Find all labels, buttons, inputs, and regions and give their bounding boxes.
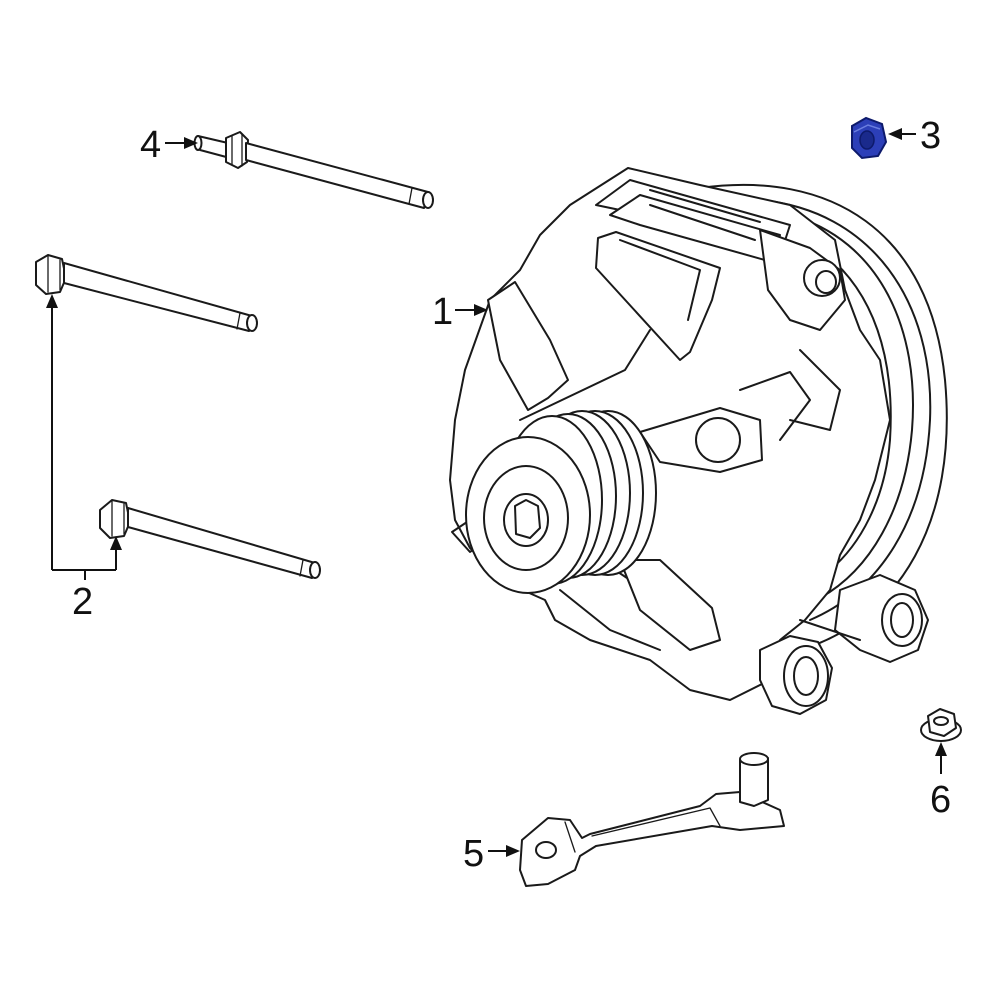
callout-2-label: 2 — [72, 581, 93, 623]
callout-3-label: 3 — [920, 115, 941, 157]
callout-1: 1 — [432, 291, 488, 333]
mounting-bolt-upper[interactable] — [35, 254, 258, 332]
callout-6: 6 — [930, 742, 951, 821]
nut-part[interactable] — [851, 116, 888, 160]
callout-5: 5 — [463, 833, 520, 875]
callout-4: 4 — [140, 124, 198, 166]
callout-1-label: 1 — [432, 291, 453, 333]
alternator-part[interactable] — [449, 167, 948, 715]
callout-2: 2 — [46, 294, 122, 623]
flange-nut-part[interactable] — [920, 708, 962, 742]
callout-4-label: 4 — [140, 124, 161, 166]
callout-3: 3 — [888, 115, 941, 157]
stud-bolt-part[interactable] — [193, 131, 434, 209]
mounting-bolt-lower[interactable] — [99, 499, 321, 579]
bracket-part[interactable] — [519, 752, 785, 887]
callout-5-label: 5 — [463, 833, 484, 875]
callout-6-label: 6 — [930, 779, 951, 821]
